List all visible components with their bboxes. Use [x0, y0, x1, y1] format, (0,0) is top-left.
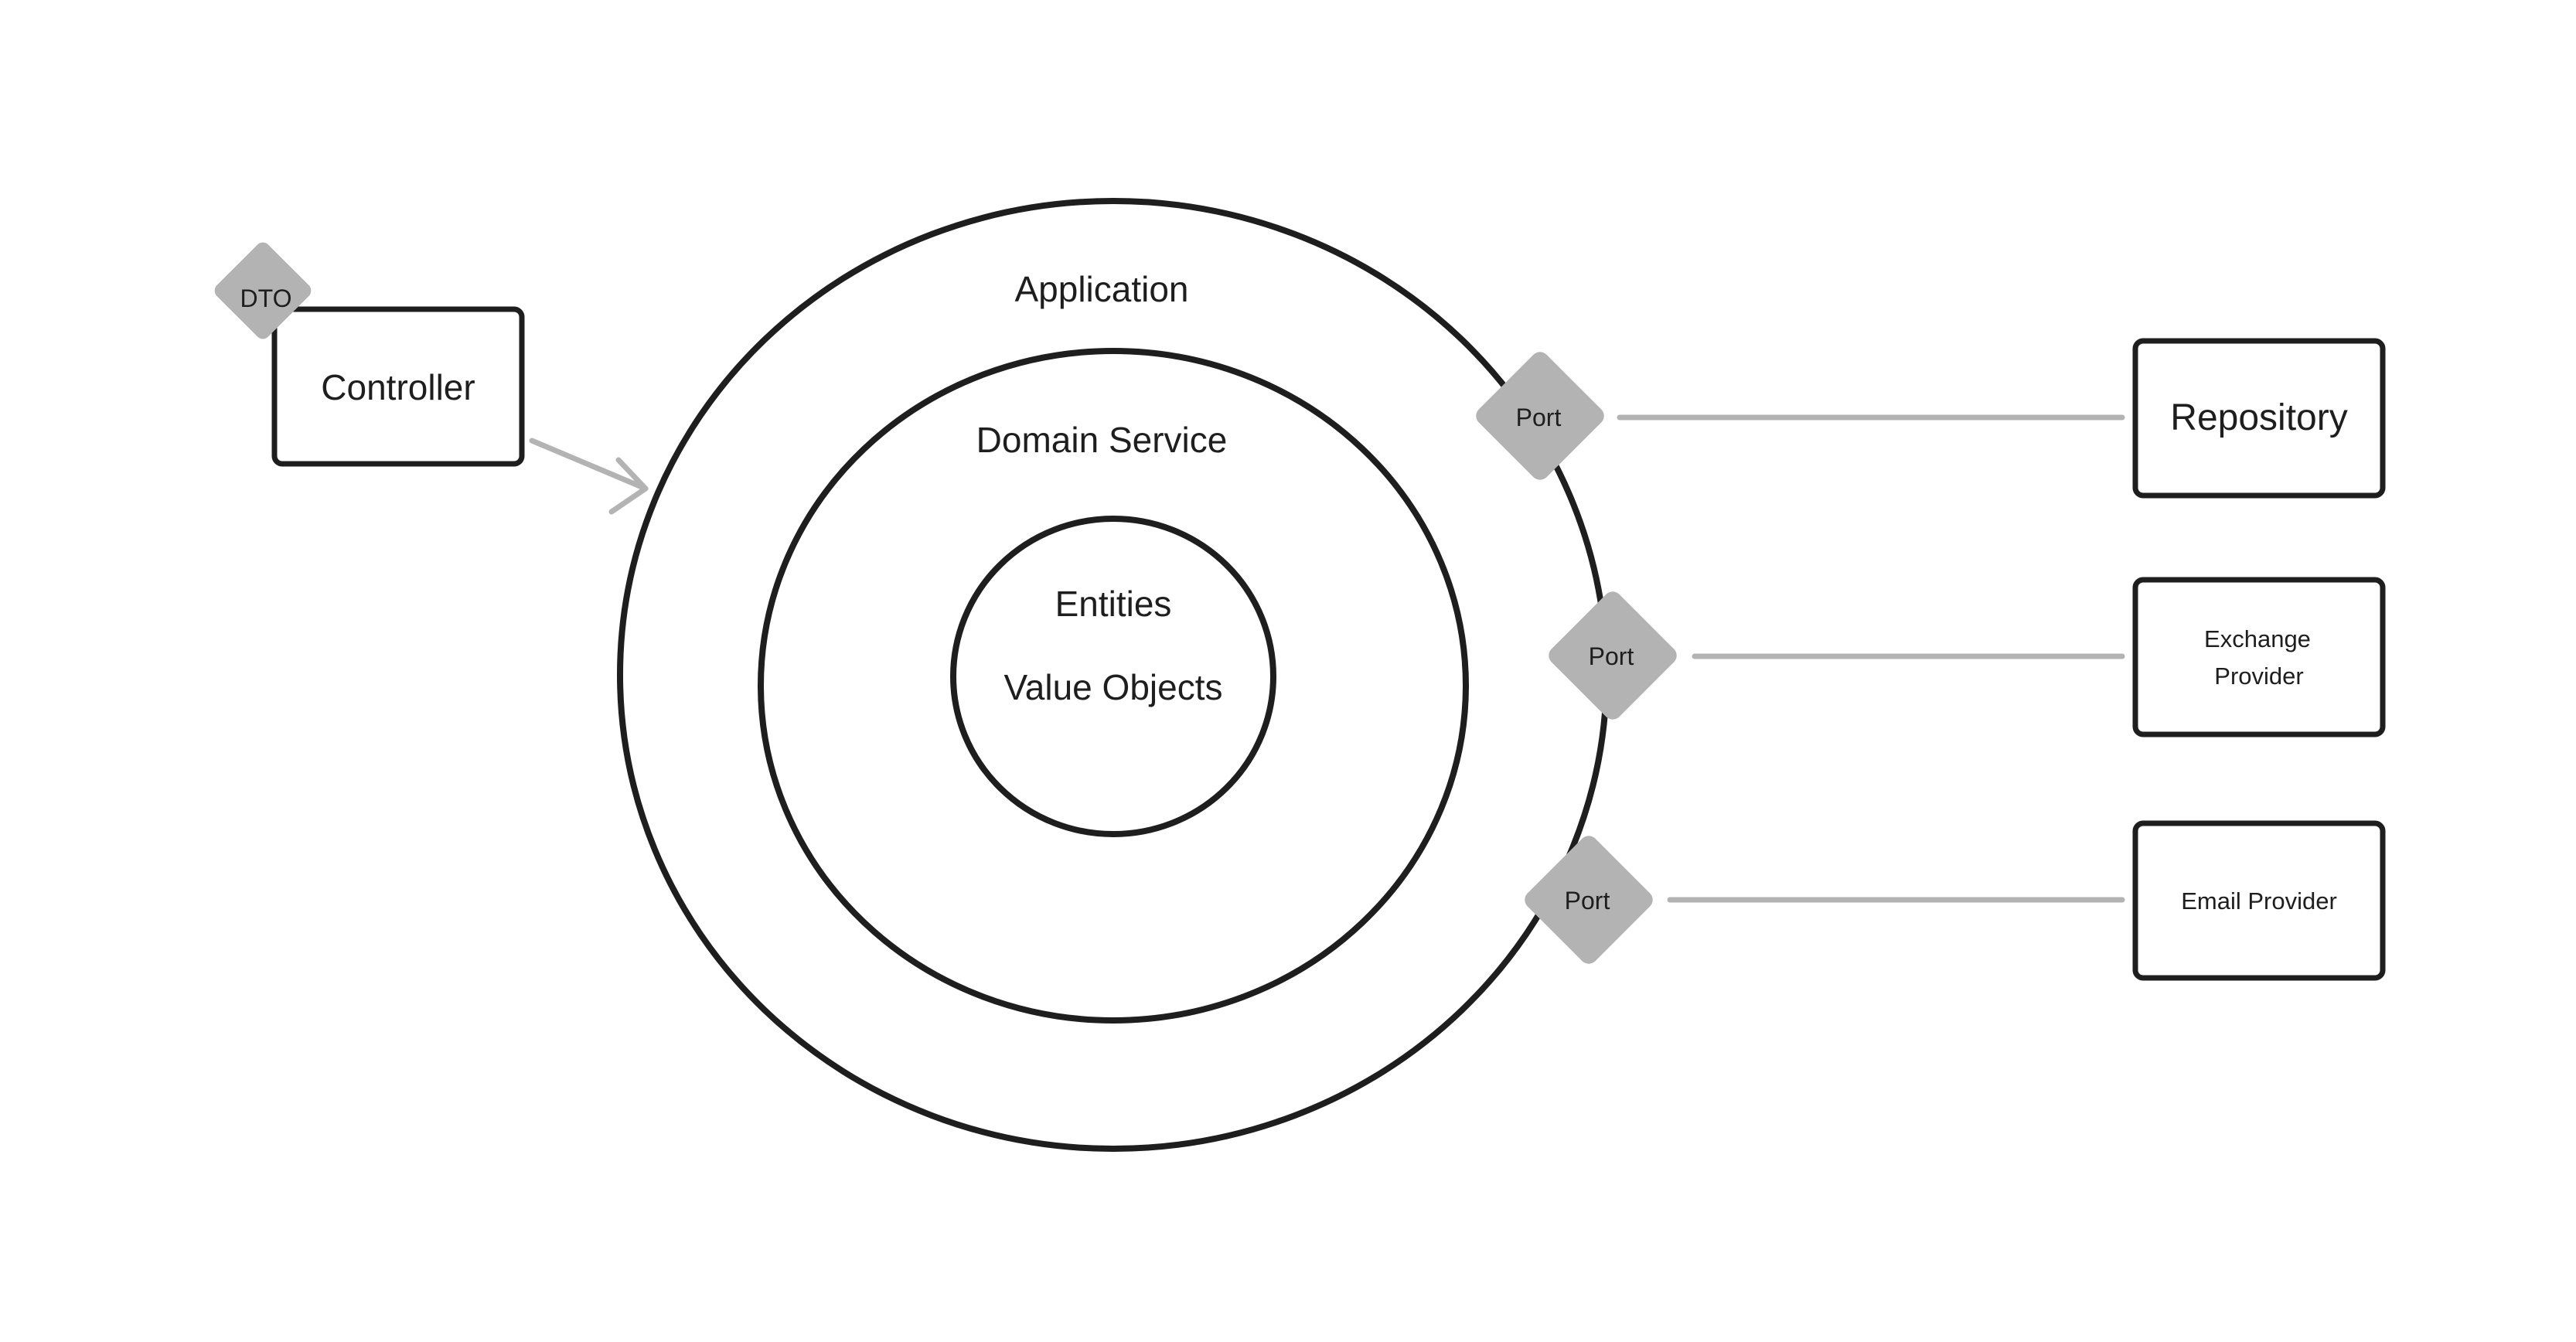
email-provider-label: Email Provider	[2181, 887, 2337, 915]
application-label: Application	[1014, 269, 1188, 309]
controller-label: Controller	[321, 367, 475, 407]
port-email-diamond[interactable]	[1521, 832, 1656, 967]
port-exchange-diamond[interactable]	[1545, 588, 1680, 723]
dto-badge	[214, 242, 312, 339]
repository-box[interactable]	[2132, 338, 2386, 499]
repository-label: Repository	[2170, 397, 2347, 438]
domain-service-label: Domain Service	[976, 420, 1228, 460]
domain-service-ring	[758, 348, 1469, 1024]
port-exchange-label: Port	[1589, 642, 1634, 670]
controller-box[interactable]	[271, 306, 525, 467]
exchange-provider-box[interactable]	[2132, 577, 2386, 737]
dto-label: DTO	[240, 284, 292, 312]
port-repository-label: Port	[1516, 404, 1562, 431]
port-repository-diamond[interactable]	[1472, 348, 1607, 483]
value-objects-label: Value Objects	[1004, 667, 1223, 707]
port-email-label: Port	[1565, 887, 1610, 915]
exchange-provider-label-line-1: Exchange	[2204, 625, 2311, 652]
entities-ring	[950, 516, 1276, 837]
entities-label: Entities	[1055, 584, 1172, 624]
controller-arrow	[529, 438, 649, 515]
exchange-provider-label-line-2: Provider	[2214, 662, 2303, 690]
email-provider-box[interactable]	[2132, 820, 2386, 981]
